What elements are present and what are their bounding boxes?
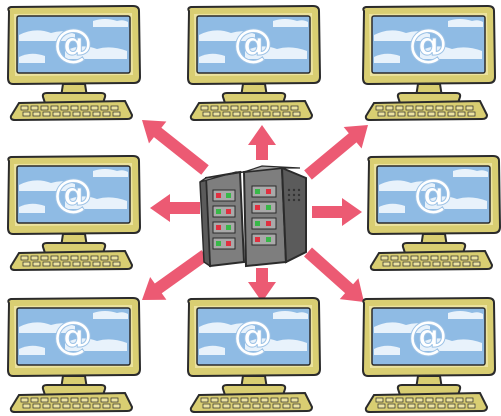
at-sign-icon: @ bbox=[408, 313, 448, 359]
at-sign-icon: @ bbox=[408, 21, 448, 67]
desktop-computer-icon-bottom-center: @ bbox=[188, 298, 320, 412]
keyboard bbox=[191, 393, 312, 412]
desktop-computer-icon-top-center: @ bbox=[188, 6, 320, 120]
arrow-icon-to-middle-right bbox=[312, 198, 362, 226]
server-tower-left bbox=[200, 172, 244, 266]
server-vent bbox=[288, 189, 300, 201]
arrow-icon-to-bottom-center bbox=[248, 268, 276, 302]
at-sign-icon: @ bbox=[413, 171, 453, 217]
keyboard bbox=[191, 101, 312, 120]
keyboard bbox=[11, 251, 132, 270]
at-sign-icon: @ bbox=[53, 313, 93, 359]
desktop-computer-icon-middle-left: @ bbox=[8, 156, 140, 270]
arrow-icon-to-middle-left bbox=[150, 194, 200, 222]
arrow-icon-to-top-right bbox=[299, 114, 377, 186]
keyboard bbox=[11, 393, 132, 412]
at-sign-icon: @ bbox=[53, 171, 93, 217]
keyboard bbox=[366, 101, 487, 120]
arrow-icon-to-top-center bbox=[248, 125, 276, 160]
server-tower-right bbox=[244, 168, 306, 266]
at-sign-icon: @ bbox=[233, 313, 273, 359]
desktop-computer-icon-bottom-right: @ bbox=[363, 298, 495, 412]
server-rack-icon bbox=[200, 166, 306, 266]
at-sign-icon: @ bbox=[233, 21, 273, 67]
at-sign-icon: @ bbox=[53, 21, 93, 67]
desktop-computer-icon-bottom-left: @ bbox=[8, 298, 140, 412]
keyboard bbox=[366, 393, 487, 412]
desktop-computer-icon-top-left: @ bbox=[8, 6, 140, 120]
keyboard bbox=[371, 251, 492, 270]
keyboard bbox=[11, 101, 132, 120]
desktop-computer-icon-top-right: @ bbox=[363, 6, 495, 120]
desktop-computer-icon-middle-right: @ bbox=[368, 156, 500, 270]
